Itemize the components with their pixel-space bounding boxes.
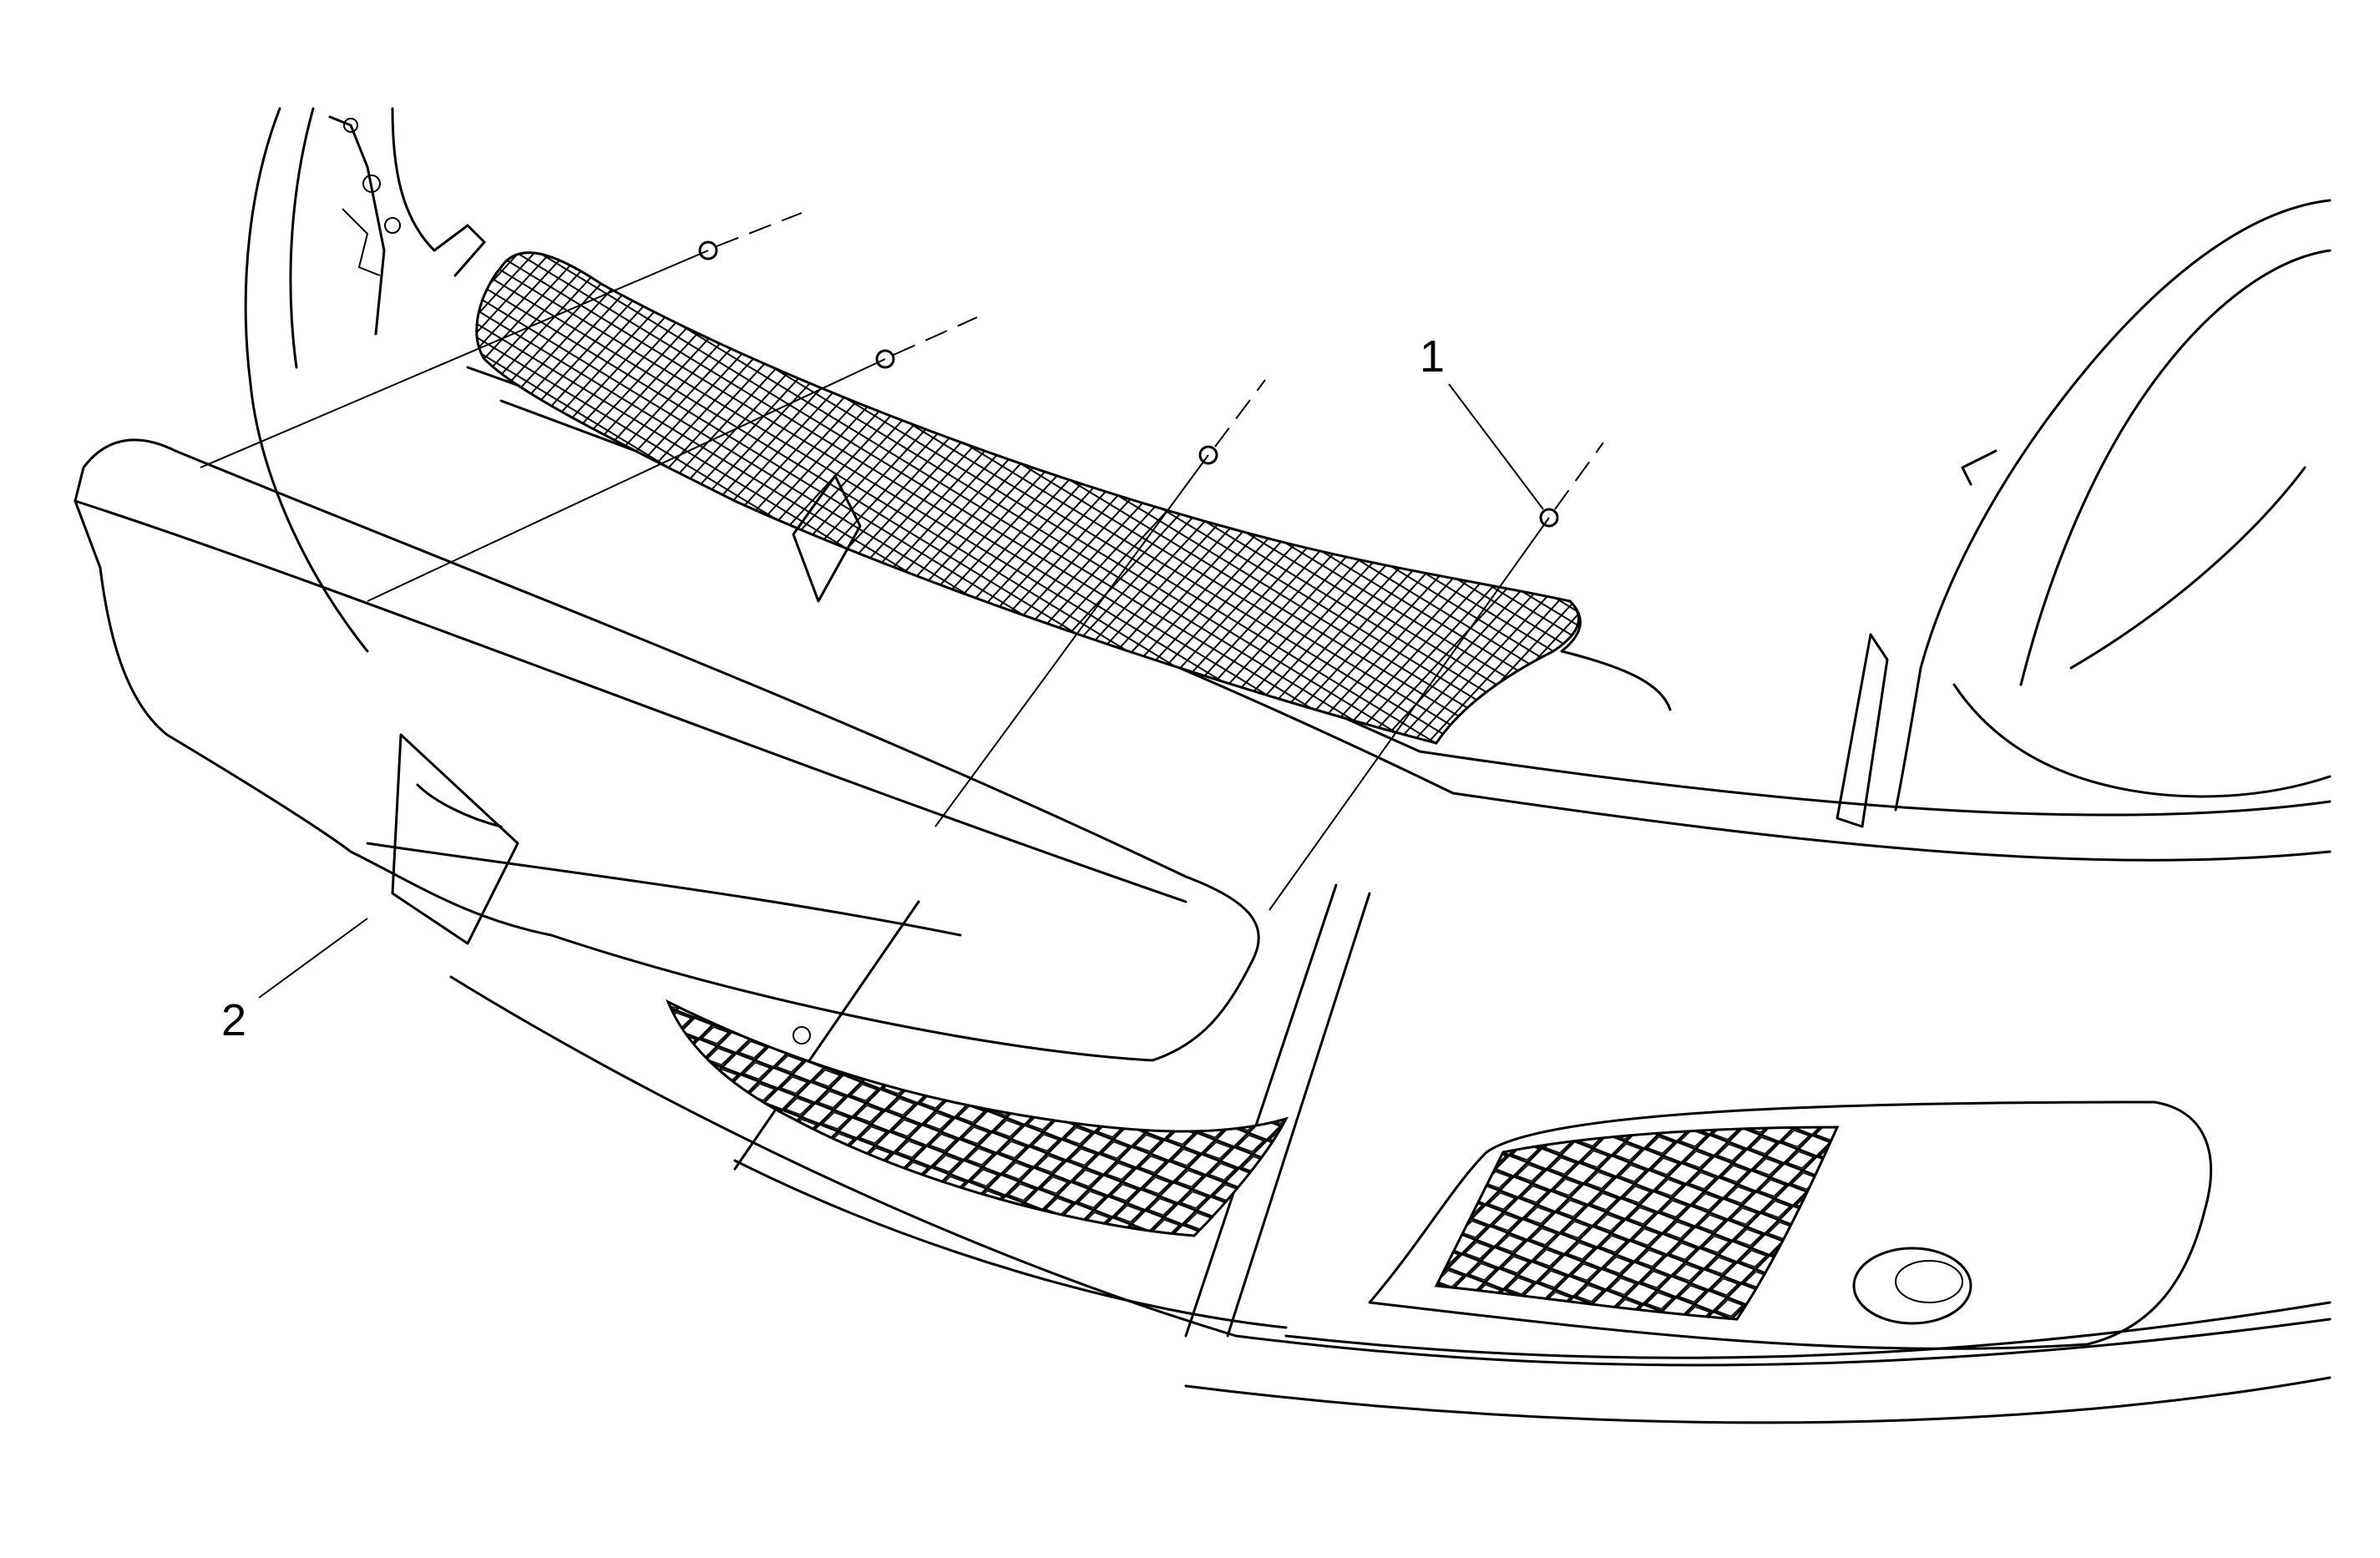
fog-lamp-bezel	[1368, 1100, 2212, 1350]
alignment-lines	[200, 212, 1604, 911]
callout-1: 1	[1420, 331, 1544, 510]
lower-grille	[666, 999, 1289, 1237]
fasteners	[698, 240, 1559, 528]
left-fender	[244, 107, 486, 653]
callout-1-label: 1	[1420, 331, 1445, 382]
callout-1-leader	[1448, 383, 1544, 510]
callout-2-leader	[258, 918, 368, 999]
grille-trim-surround	[73, 438, 1260, 1062]
upper-grille	[475, 251, 1672, 745]
right-fender	[1836, 199, 2332, 828]
callout-2-label: 2	[221, 995, 246, 1045]
callout-2: 2	[221, 918, 368, 1045]
